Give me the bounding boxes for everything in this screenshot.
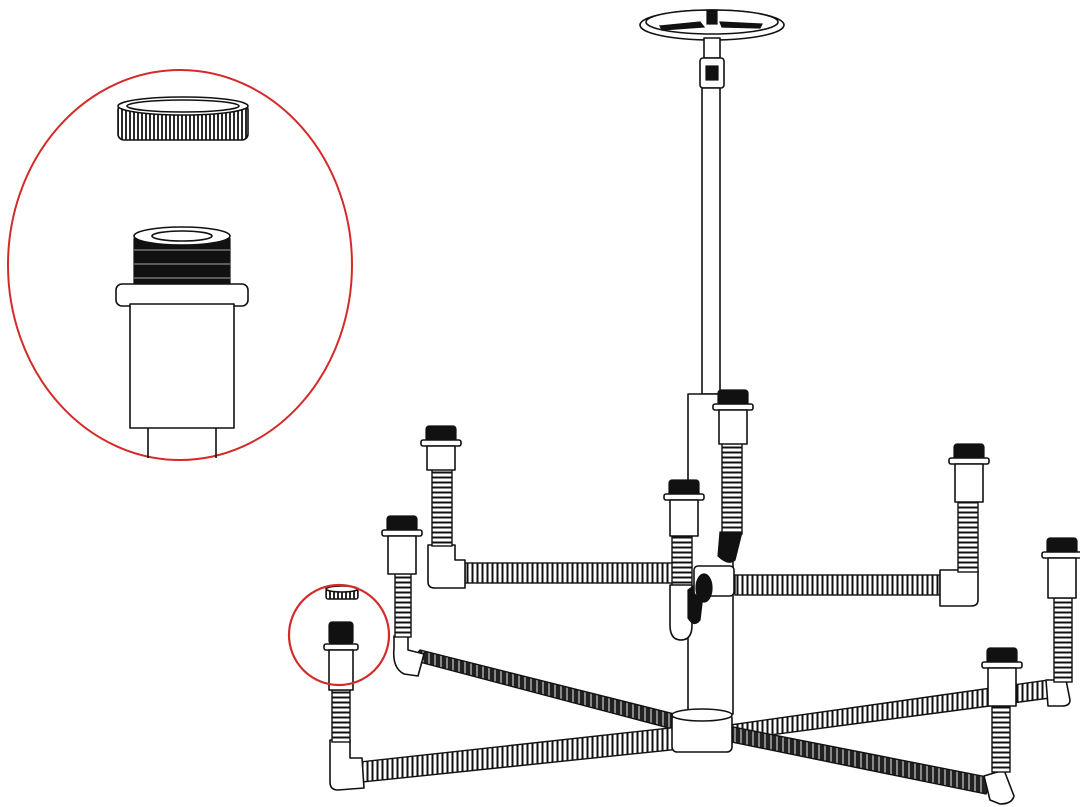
socket-ring-icon [325,585,359,600]
detail-ring-icon [117,96,249,141]
detail-callout [7,69,353,461]
upper-tier-arms [427,441,979,641]
central-rod [687,87,734,715]
detail-socket-icon [115,226,249,458]
lower-tier-arms [329,572,1073,805]
callout-circle-small [287,583,391,687]
ceiling-canopy [639,9,785,89]
socket-icon [323,389,1080,707]
